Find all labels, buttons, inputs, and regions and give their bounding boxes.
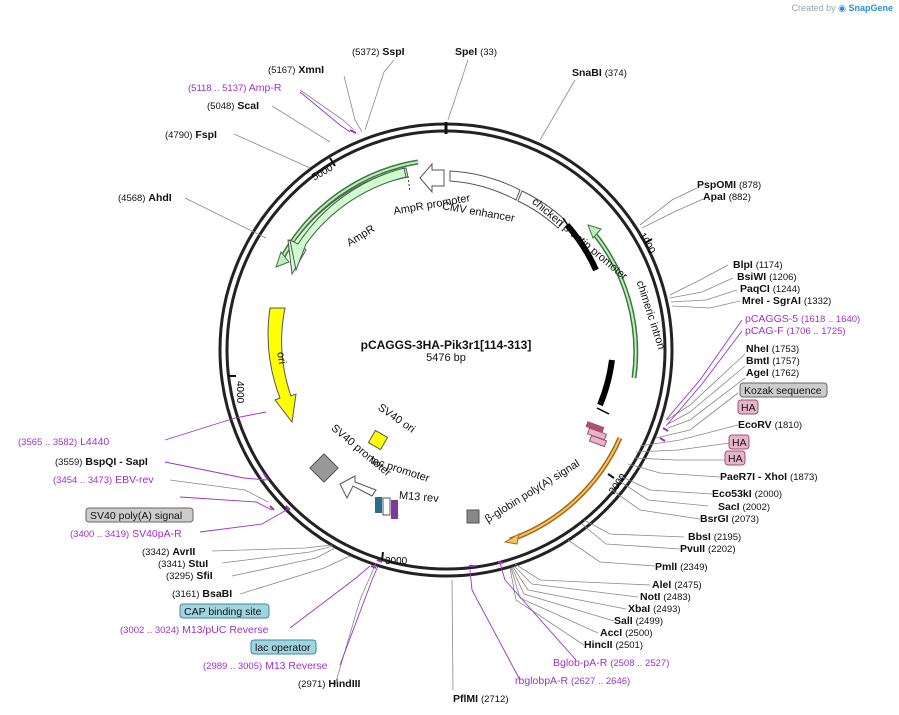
cmv-enhancer-arrow [449, 170, 521, 201]
beta-globin-box [466, 509, 480, 524]
label-beta-globin: β-globin poly(A) signal [483, 458, 582, 526]
snapgene-logo-icon: ◉ [838, 3, 846, 13]
site-label-sspi: (5372) SspI [352, 46, 405, 58]
site-label-sfii: (3295) SfiI [166, 570, 213, 582]
site-label-sali: SalI (2499) [614, 615, 663, 627]
site-label-l4440: (3565 .. 3582) L4440 [18, 436, 109, 448]
badge-lac-operator: lac operator [255, 642, 311, 654]
badge-kozak: Kozak sequence [744, 385, 822, 397]
site-label-sv40pa-r: (3400 .. 3419) SV40pA-R [70, 528, 182, 540]
site-label-snabi: SnaBI (374) [572, 67, 627, 79]
feature-labels: AmpR promoter CMV enhancer chicken β-act… [274, 192, 667, 525]
sv40-promoter-box [309, 453, 339, 483]
ampr-promoter-arrow [419, 162, 445, 194]
site-label-nhei: NheI (1753) [746, 343, 799, 355]
site-label-alei: AleI (2475) [652, 579, 702, 591]
watermark-brand: SnapGene [848, 3, 893, 13]
badge-ha-3: HA [728, 453, 743, 465]
ruler-3000: 3000 [385, 556, 408, 567]
site-label-bsiwi: BsiWI (1206) [737, 271, 797, 283]
site-label-xmni: (5167) XmnI [268, 64, 324, 76]
site-label-pflmi: PflMI (2712) [453, 693, 508, 705]
site-label-pmli: PmlI (2349) [655, 561, 708, 573]
site-label-blpi: BlpI (1174) [733, 259, 783, 271]
primer-ticks [263, 129, 669, 569]
badge-sv40-polya: SV40 poly(A) signal [90, 510, 182, 522]
sv40-ori-box [367, 429, 389, 451]
label-sv40-ori: SV40 ori [376, 402, 417, 436]
site-label-pspomi: PspOMI (878) [697, 179, 761, 191]
badge-ha-1: HA [741, 402, 756, 414]
leader-lines [169, 59, 746, 691]
site-label-ahdi: (4568) AhdI [118, 192, 172, 204]
watermark-prefix: Created by [791, 3, 836, 13]
site-label-pcaggs-5: pCAGGS-5 (1618 .. 1640) [745, 313, 860, 325]
site-label-hincii: HincII (2501) [584, 639, 643, 651]
site-label-agei: AgeI (1762) [746, 367, 799, 379]
site-label-saci: SacI (2002) [718, 501, 770, 513]
chicken-beta-actin-arrow [517, 190, 566, 229]
site-label-stui: (3341) StuI [158, 558, 208, 570]
features [267, 162, 615, 524]
site-label-m13-reverse: (2989 .. 3005) M13 Reverse [203, 660, 328, 672]
site-labels: (5372) SspI SpeI (33) SnaBI (374) (5167) Xm… [18, 46, 860, 705]
site-label-bsabi: (3161) BsaBI [172, 588, 232, 600]
site-label-bglob-pa-r: Bglob-pA-R (2508 .. 2527) [553, 657, 669, 669]
ampr-body [289, 167, 407, 272]
site-label-acci: AccI (2500) [600, 627, 653, 639]
site-label-bmti: BmtI (1757) [746, 355, 800, 367]
site-label-amp-r: (5118 .. 5137) Amp-R [188, 82, 282, 94]
site-label-noti: NotI (2483) [640, 591, 691, 603]
badges: Kozak sequence HA HA HA SV40 poly(A) sig… [85, 382, 828, 655]
m13-rev-box [375, 497, 382, 513]
site-label-apai: ApaI (882) [703, 191, 751, 203]
site-label-bsrgi: BsrGI (2073) [700, 513, 759, 525]
site-label-bspqi-sapi: (3559) BspQI - SapI [55, 456, 148, 468]
watermark: Created by ◉ SnapGene [792, 3, 893, 14]
chimeric-intron-black [597, 359, 615, 407]
ruler-1000: 1000 [636, 231, 657, 256]
label-cmv-enhancer: CMV enhancer [441, 200, 516, 225]
site-label-m13-puc-reverse: (3002 .. 3024) M13/pUC Reverse [120, 624, 269, 636]
site-label-mrei-sgrai: MreI - SgrAI (1332) [742, 295, 831, 307]
lac-promoter-arrow [339, 475, 377, 500]
site-label-rbglobpa-r: rbglobpA-R (2627 .. 2646) [515, 675, 630, 687]
site-label-ecorv: EcoRV (1810) [738, 419, 802, 431]
site-label-paqci: PaqCI (1244) [740, 283, 800, 295]
site-label-paer7i-xhoi: PaeR7I - XhoI (1873) [720, 471, 818, 483]
badge-cap-binding: CAP binding site [184, 606, 262, 618]
site-label-xbai: XbaI (2493) [628, 603, 681, 615]
site-label-ebv-rev: (3454 .. 3473) EBV-rev [53, 474, 154, 486]
site-label-bbsi: BbsI (2195) [688, 531, 741, 543]
site-label-scai: (5048) ScaI [207, 100, 259, 112]
site-label-pvuii: PvuII (2202) [680, 543, 735, 555]
ruler-4000: 4000 [234, 381, 245, 404]
primer-lines [164, 91, 743, 681]
plasmid-name: pCAGGS-3HA-Pik3r1[114-313] [361, 338, 532, 352]
badge-ha-2: HA [732, 437, 747, 449]
site-label-pcag-f: pCAG-F (1706 .. 1725) [745, 325, 846, 337]
label-m13-rev: M13 rev [398, 490, 439, 505]
site-label-spei: SpeI (33) [455, 46, 497, 58]
site-label-fspi: (4790) FspI [165, 129, 217, 141]
label-ampr: AmpR [345, 223, 377, 249]
ori-arrow [267, 307, 297, 424]
site-label-eco53ki: Eco53kI (2000) [712, 488, 782, 500]
label-ori: ori [274, 351, 288, 365]
site-label-avrii: (3342) AvrII [142, 546, 195, 558]
site-label-hindiii: (2971) HindIII [298, 678, 361, 690]
plasmid-size: 5476 bp [426, 352, 466, 364]
